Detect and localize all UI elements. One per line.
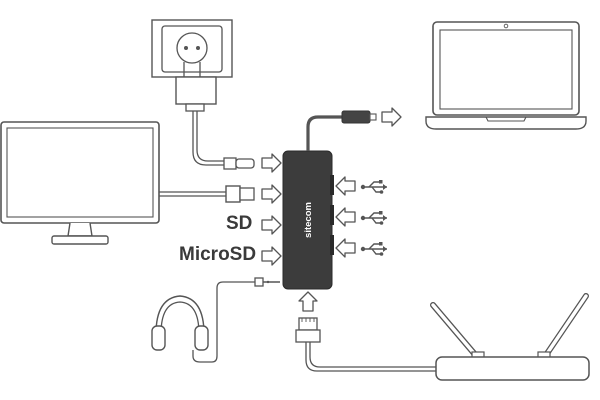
laptop-icon <box>425 21 587 130</box>
router-icon <box>430 293 590 381</box>
monitor-icon <box>0 121 160 245</box>
arrow-up-icon <box>298 291 318 312</box>
arrow-right-icon <box>261 215 282 235</box>
arrow-left-icon <box>335 176 356 196</box>
arrow-right-icon <box>261 184 282 204</box>
arrow-left-icon <box>335 238 356 258</box>
arrow-right-icon <box>261 153 282 173</box>
audio-cable <box>192 277 280 363</box>
brand-logo: sitecom <box>303 202 314 238</box>
usb-icon <box>359 179 388 195</box>
usb-c-cable <box>306 110 377 151</box>
microsd-card-label: MicroSD <box>179 244 257 265</box>
sd-card-label: SD <box>226 213 253 234</box>
usb-icon <box>359 241 388 257</box>
hdmi-cable <box>159 185 255 203</box>
arrow-right-icon <box>261 246 282 266</box>
ethernet-cable <box>295 317 438 372</box>
arrow-left-icon <box>335 207 356 227</box>
arrow-right-icon <box>381 107 402 127</box>
headphones-icon <box>151 295 209 351</box>
power-outlet-icon <box>151 19 233 78</box>
power-adapter-icon <box>175 62 255 170</box>
hub-device: sitecom <box>282 150 334 290</box>
usb-icon <box>359 210 388 226</box>
